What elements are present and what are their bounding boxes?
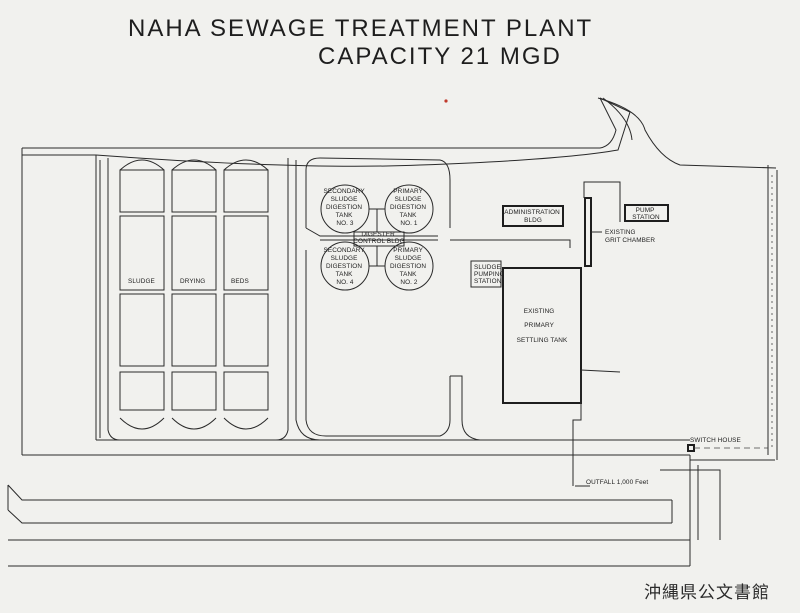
- archive-stamp: 沖縄県公文書館: [644, 583, 770, 603]
- switch-house: [687, 444, 695, 452]
- settling-tank-label: EXISTING PRIMARY SETTLING TANK: [517, 308, 568, 344]
- sludge-pumping-label: SLUDGE PUMPING STATION: [474, 264, 506, 285]
- pump-station-label: PUMP STATION: [632, 207, 660, 221]
- tank-1-label: PRIMARY SLUDGE DIGESTION TANK NO. 1: [390, 188, 428, 227]
- existing-grit-chamber: [584, 197, 592, 267]
- tank-2-label: PRIMARY SLUDGE DIGESTION TANK NO. 2: [390, 247, 428, 286]
- label-sludge: SLUDGE: [128, 278, 155, 285]
- pump-station: [624, 204, 669, 222]
- site-roads: [7, 97, 778, 567]
- switch-house-label: SWITCH HOUSE: [690, 437, 741, 444]
- tank-4-label: SECONDARY SLUDGE DIGESTION TANK NO. 4: [323, 247, 366, 286]
- sludge-pumping-station: [470, 260, 502, 288]
- tank-3-label: SECONDARY SLUDGE DIGESTION TANK NO. 3: [323, 188, 366, 227]
- digester-control-label: DIGESTER CONTROL BLDG: [353, 231, 404, 245]
- label-beds: BEDS: [231, 278, 249, 285]
- red-dot-mark: [444, 99, 448, 103]
- digester-control-building: [353, 231, 405, 247]
- administration-label: ADMINISTRATION BLDG: [504, 209, 562, 224]
- administration-building: [502, 205, 564, 227]
- grit-chamber-label: EXISTING GRIT CHAMBER: [605, 229, 655, 244]
- title-line-1: NAHA SEWAGE TREATMENT PLANT: [128, 15, 593, 42]
- digestion-area: [295, 157, 571, 441]
- label-drying: DRYING: [180, 278, 205, 285]
- title-line-2: CAPACITY 21 MGD: [318, 43, 562, 70]
- outfall-label: OUTFALL 1,000 Feet: [586, 479, 648, 486]
- existing-primary-settling-tank: [502, 267, 582, 404]
- sludge-drying-beds: [107, 158, 289, 441]
